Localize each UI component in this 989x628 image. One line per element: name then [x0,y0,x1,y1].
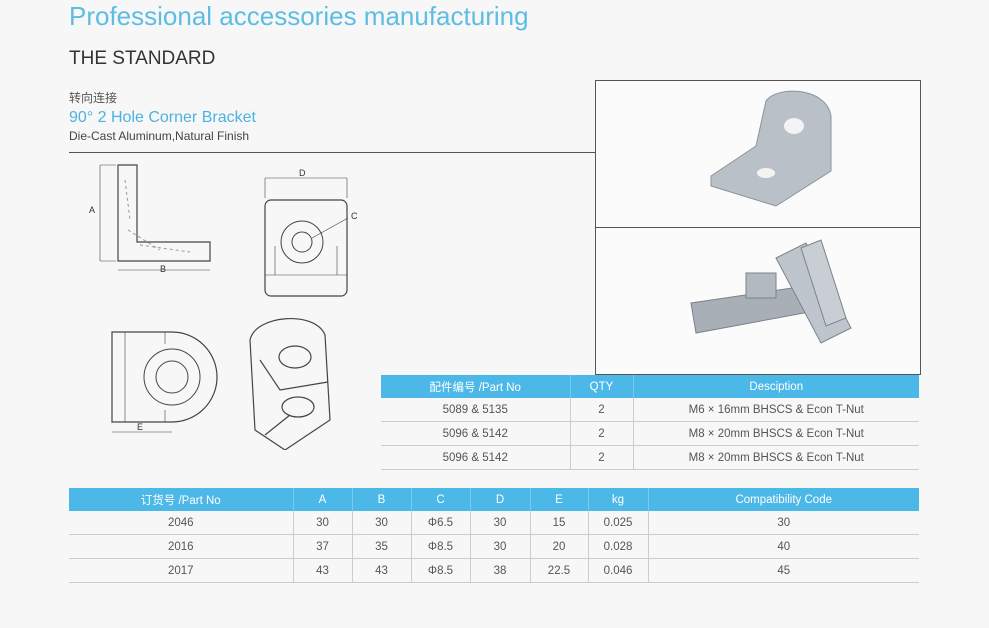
column-header: Compatibility Code [647,488,919,511]
column-header: 订货号 /Part No [69,488,293,511]
top-view-drawing: E [111,331,218,433]
section-heading: THE STANDARD [69,48,216,69]
table-cell: 0.028 [587,534,648,559]
dim-label-a: A [89,205,95,215]
isometric-drawing [249,317,331,450]
table-cell: 2046 [69,511,293,535]
table-cell: 5096 & 5142 [381,421,570,446]
product-material: Die-Cast Aluminum,Natural Finish [69,129,250,143]
column-header: B [351,488,411,511]
table-cell: 15 [529,511,588,535]
table-cell: 22.5 [529,558,588,583]
table-cell: 2016 [69,534,293,559]
table-cell: M8 × 20mm BHSCS & Econ T-Nut [632,421,919,446]
table-cell: M8 × 20mm BHSCS & Econ T-Nut [632,445,919,470]
dim-label-e: E [137,422,143,432]
column-header: Desciption [632,375,919,398]
divider [69,152,595,153]
front-view-drawing: D C [264,168,358,297]
table-cell: 2 [569,398,633,422]
column-header: 配件编号 /Part No [381,375,570,398]
table-cell: 2 [569,421,633,446]
table-cell: 2 [569,445,633,470]
table-cell: 30 [469,534,530,559]
column-header: A [292,488,352,511]
dim-label-d: D [299,168,306,178]
table-cell: 43 [351,558,411,583]
table-cell: 0.046 [587,558,648,583]
table-cell: Φ6.5 [410,511,470,535]
table-cell: 45 [647,558,919,583]
product-photo [595,80,921,228]
table-cell: 5096 & 5142 [381,445,570,470]
table-cell: 30 [469,511,530,535]
side-view-drawing: A B [89,164,211,274]
assembly-photo [595,227,921,375]
column-header: QTY [569,375,633,398]
column-header: E [529,488,588,511]
table-cell: 30 [351,511,411,535]
table-cell: M6 × 16mm BHSCS & Econ T-Nut [632,398,919,422]
table-cell: 5089 & 5135 [381,398,570,422]
table-cell: 40 [647,534,919,559]
column-header: kg [587,488,648,511]
table-cell: 43 [292,558,352,583]
table-cell: 37 [292,534,352,559]
dim-label-c: C [351,211,358,221]
table-cell: 20 [529,534,588,559]
product-category: 转向连接 [69,91,118,105]
technical-drawings: A B D C E [89,164,358,450]
table-cell: 2017 [69,558,293,583]
table-cell: 30 [292,511,352,535]
column-header: D [469,488,530,511]
table-cell: 38 [469,558,530,583]
table-cell: Φ8.5 [410,534,470,559]
page-title: Professional accessories manufacturing [69,1,529,31]
table-cell: 0.025 [587,511,648,535]
table-cell: 35 [351,534,411,559]
table-cell: 30 [647,511,919,535]
table-cell: Φ8.5 [410,558,470,583]
dim-label-b: B [160,264,166,274]
bracket-photo-icon [710,90,832,207]
column-header: C [410,488,470,511]
profile-assembly-icon [690,239,852,344]
product-name: 90° 2 Hole Corner Bracket [69,109,256,126]
